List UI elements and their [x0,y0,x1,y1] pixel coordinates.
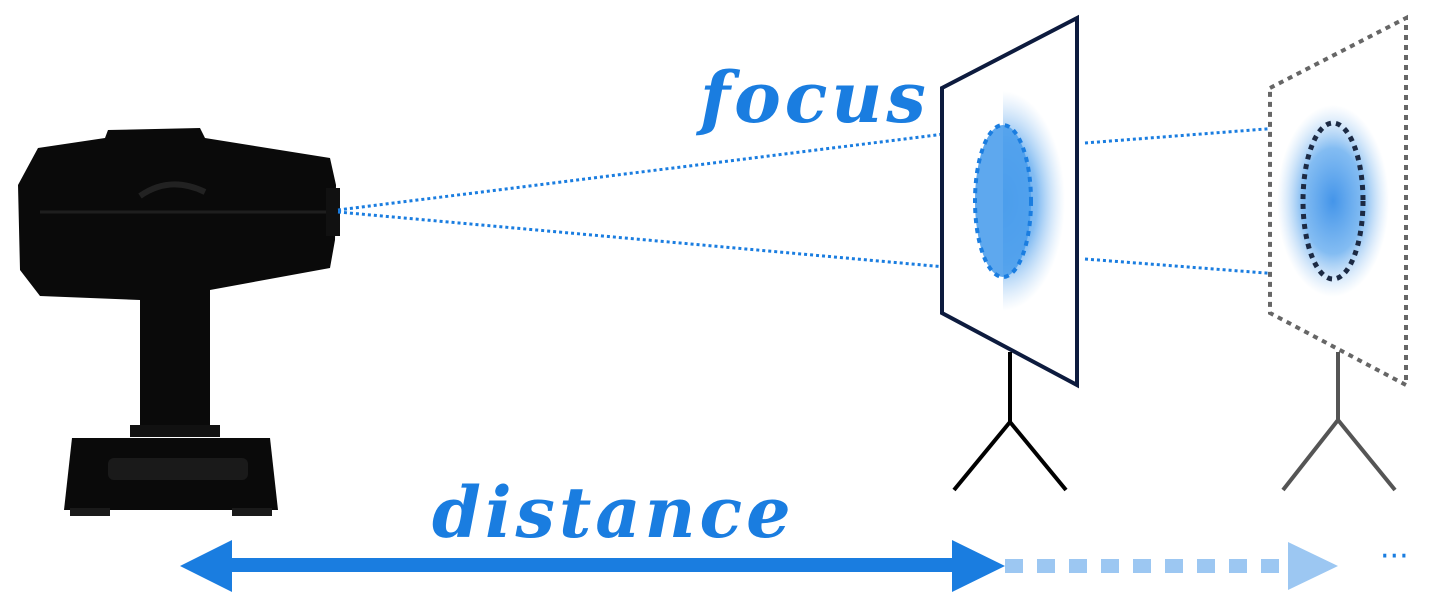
projection-screen-icon [940,14,1079,492]
distance-arrow [180,540,1005,592]
moving-head-light-icon [18,128,340,516]
distance-extension-arrow [1005,542,1338,590]
light-beam [337,122,1331,280]
projection-screen-dotted-icon [1268,14,1408,492]
distance-label: distance [432,471,795,554]
ellipsis-label: ··· [1380,539,1409,574]
focus-label: focus [695,56,930,139]
